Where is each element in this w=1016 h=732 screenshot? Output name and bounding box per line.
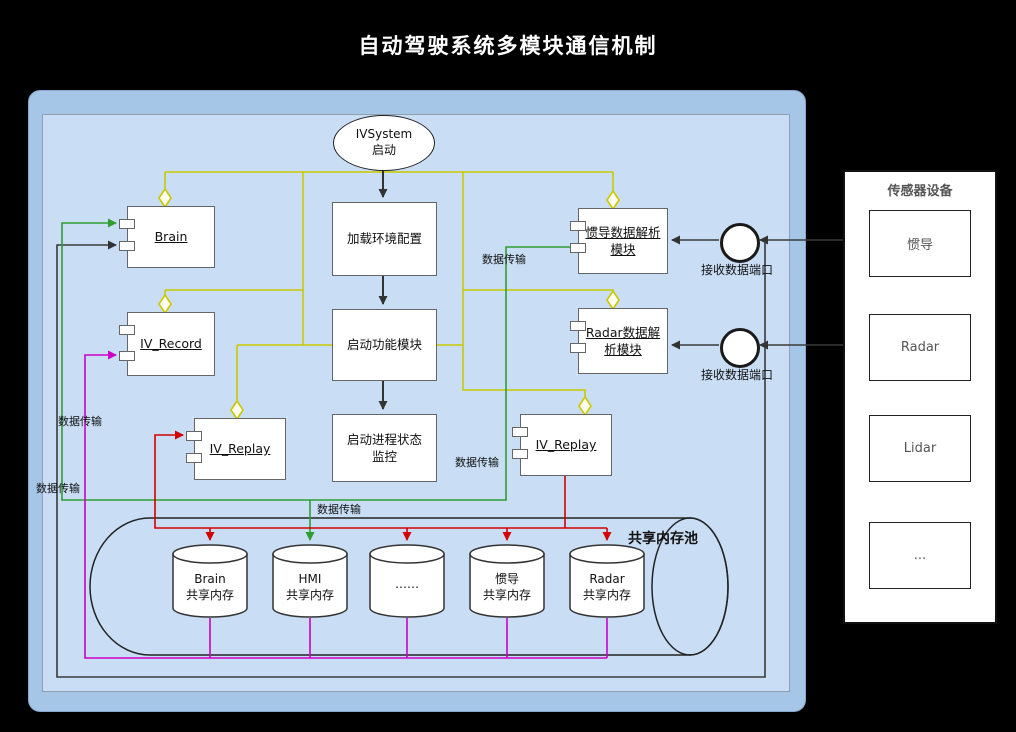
cylinder-hmi xyxy=(272,544,348,618)
composition-diamond-icons xyxy=(158,187,620,421)
component-tab-icon xyxy=(186,453,202,463)
receive-port-2-label: 接收数据端口 xyxy=(700,368,773,382)
diamond-icon xyxy=(606,189,620,211)
cylinder-ins xyxy=(469,544,545,618)
data-transfer-label: 数据传输 xyxy=(455,456,499,469)
load-config-box: 加载环境配置 xyxy=(332,202,437,276)
startup-link-lines xyxy=(164,171,614,401)
component-tab-icon xyxy=(186,431,202,441)
diamond-icon xyxy=(606,289,620,311)
component-iv-replay-right-label: IV_Replay xyxy=(535,437,597,453)
page-title: 自动驾驶系统多模块通信机制 xyxy=(358,34,658,58)
sensor-panel-title: 传感器设备 xyxy=(887,184,953,199)
component-iv-replay-left: IV_Replay xyxy=(186,418,286,480)
component-radar-parser: Radar数据解 析模块 xyxy=(570,308,668,374)
component-tab-icon xyxy=(570,243,586,253)
diamond-icon xyxy=(578,395,592,417)
store-ins-label: 惯导 共享内存 xyxy=(482,572,531,602)
component-tab-icon xyxy=(512,427,528,437)
data-transfer-label: 数据传输 xyxy=(36,482,80,495)
shared-memory-pool-title: 共享内存池 xyxy=(628,531,698,547)
receive-port-2-icon xyxy=(720,328,760,368)
memory-store-cylinders xyxy=(172,544,645,618)
component-iv-record-label: IV_Record xyxy=(140,336,202,352)
component-tab-icon xyxy=(570,221,586,231)
component-radar-parser-label: Radar数据解 析模块 xyxy=(585,324,661,358)
sensor-lidar-box: Lidar xyxy=(869,415,971,482)
sensor-radar-box: Radar xyxy=(869,314,971,381)
magenta-data-transfer-lines xyxy=(84,350,608,659)
component-iv-replay-right: IV_Replay xyxy=(512,414,612,476)
component-iv-replay-left-label: IV_Replay xyxy=(209,441,271,457)
component-brain-label: Brain xyxy=(154,229,188,245)
sensor-ins-box: 惯导 xyxy=(869,210,971,277)
process-monitor-box: 启动进程状态 监控 xyxy=(332,414,437,482)
receive-port-1-label: 接收数据端口 xyxy=(700,263,773,277)
green-data-transfer-lines xyxy=(61,218,570,541)
diamond-icon xyxy=(158,187,172,209)
component-ins-parser: 惯导数据解析 模块 xyxy=(570,208,668,274)
sensor-panel: 传感器设备 惯导 Radar Lidar ... xyxy=(843,170,997,624)
store-ellipsis-label: …… xyxy=(395,577,419,591)
data-transfer-label: 数据传输 xyxy=(58,415,102,428)
component-tab-icon xyxy=(119,351,135,361)
data-transfer-label: 数据传输 xyxy=(482,253,526,266)
component-tab-icon xyxy=(119,325,135,335)
start-node: IVSystem 启动 xyxy=(333,115,435,171)
component-tab-icon xyxy=(512,449,528,459)
cylinder-radar xyxy=(569,544,645,618)
data-transfer-label: 数据传输 xyxy=(317,503,361,516)
cylinder-brain xyxy=(172,544,248,618)
diamond-icon xyxy=(158,293,172,315)
component-brain: Brain xyxy=(119,206,215,268)
red-data-transfer-lines xyxy=(154,430,612,541)
component-tab-icon xyxy=(570,321,586,331)
store-hmi-label: HMI 共享内存 xyxy=(285,572,334,602)
component-tab-icon xyxy=(119,219,135,229)
receive-port-1-icon xyxy=(720,223,760,263)
store-brain-label: Brain 共享内存 xyxy=(185,572,234,602)
start-node-label: IVSystem 启动 xyxy=(355,127,413,157)
component-tab-icon xyxy=(119,241,135,251)
component-tab-icon xyxy=(570,343,586,353)
sensor-more-box: ... xyxy=(869,522,971,589)
component-ins-parser-label: 惯导数据解析 模块 xyxy=(585,224,661,258)
store-radar-label: Radar 共享内存 xyxy=(582,572,631,602)
diamond-icon xyxy=(230,399,244,421)
start-modules-box: 启动功能模块 xyxy=(332,309,437,381)
component-iv-record: IV_Record xyxy=(119,312,215,376)
cylinder-ellipsis xyxy=(369,544,445,618)
